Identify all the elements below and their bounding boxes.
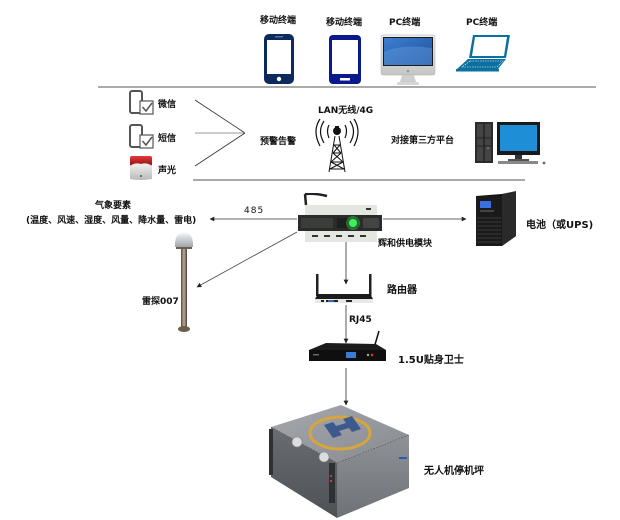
phone-check-icon xyxy=(129,124,154,149)
ups-battery-icon xyxy=(476,191,516,246)
desktop-computer-icon xyxy=(475,122,546,165)
alert-label-wechat: 微信 xyxy=(158,100,177,110)
rs485-label: 485 xyxy=(244,206,265,216)
arrow-lightning xyxy=(196,231,298,288)
smartphone-icon xyxy=(329,35,361,84)
router-label: 路由器 xyxy=(387,285,417,296)
alert-line-wechat xyxy=(194,99,246,134)
third-party-label: 对接第三方平台 xyxy=(391,136,455,146)
weather-elements-list: (温度、风速、湿度、风量、降水量、雷电) xyxy=(26,216,197,226)
terminal-label-2: 移动终端 xyxy=(326,18,363,28)
terminal-label-1: 移动终端 xyxy=(260,16,297,26)
rj45-label: RJ45 xyxy=(349,315,372,325)
phone-check-icon xyxy=(129,90,154,115)
laptop-icon xyxy=(456,35,510,72)
siren-alarm-icon xyxy=(130,156,152,180)
smartphone-icon xyxy=(264,34,294,84)
drone-hangar-device xyxy=(269,405,410,518)
lightning-probe-icon xyxy=(175,233,193,332)
alert-line-siren xyxy=(194,132,246,167)
power-module-label: 辉和供电模块 xyxy=(378,239,433,249)
battery-label: 电池（或UPS) xyxy=(526,220,594,231)
desktop-monitor-icon xyxy=(380,34,436,85)
weather-title: 气象要素 xyxy=(95,201,132,211)
network-guard-device xyxy=(309,330,386,361)
hangar-label: 无人机停机坪 xyxy=(424,466,484,477)
guard-label: 1.5U贴身卫士 xyxy=(398,355,464,366)
terminal-label-3: PC终端 xyxy=(389,18,421,28)
router-icon xyxy=(315,274,373,303)
alert-label-sms: 短信 xyxy=(158,134,177,144)
radio-tower-icon xyxy=(315,118,359,173)
lightning-probe-label: 雷探007 xyxy=(142,297,179,307)
power-module-device[interactable] xyxy=(297,193,383,243)
network-label: LAN无线/4G xyxy=(318,106,374,116)
early-warning-label: 预警告警 xyxy=(260,137,297,147)
alert-label-siren: 声光 xyxy=(158,166,177,176)
terminal-label-4: PC终端 xyxy=(466,18,498,28)
